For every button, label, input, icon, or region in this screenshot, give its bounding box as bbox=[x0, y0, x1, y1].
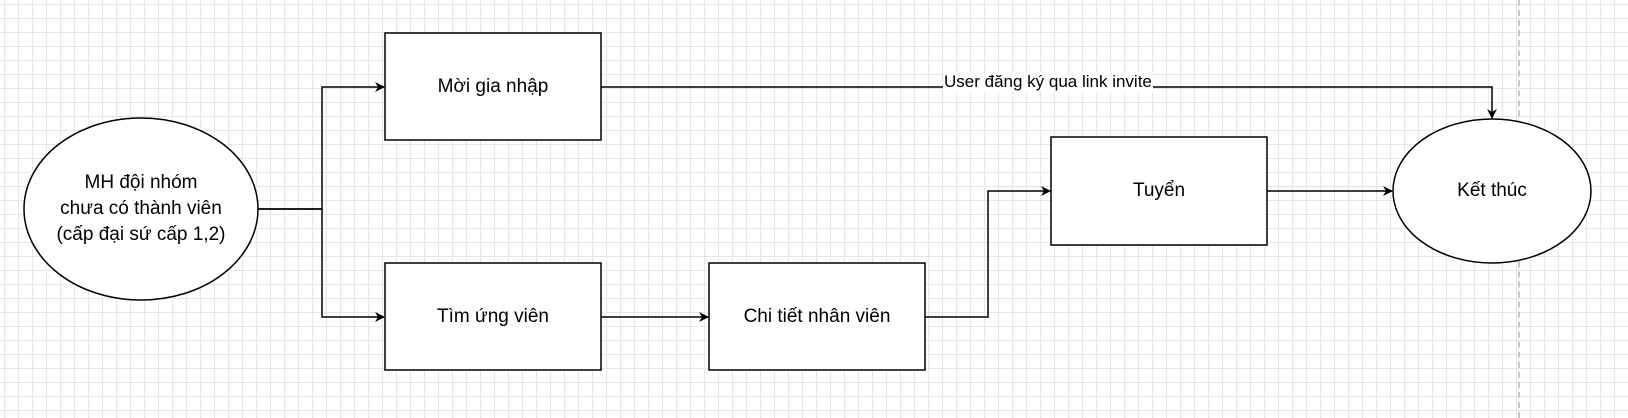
invite-node[interactable] bbox=[384, 32, 602, 141]
edge-invite-to-end bbox=[601, 86, 1497, 119]
edge-start-to-invite bbox=[258, 82, 385, 210]
find-candidate-node[interactable] bbox=[384, 262, 602, 371]
edge-start-to-find-candidate bbox=[258, 208, 385, 322]
edge-detail-to-recruit bbox=[925, 186, 1051, 318]
employee-detail-node[interactable] bbox=[708, 262, 926, 371]
recruit-node[interactable] bbox=[1050, 136, 1268, 246]
invite-to-end-edge-label: User đăng ký qua link invite bbox=[943, 72, 1153, 92]
start-node[interactable] bbox=[23, 117, 259, 301]
end-node[interactable] bbox=[1392, 118, 1592, 264]
